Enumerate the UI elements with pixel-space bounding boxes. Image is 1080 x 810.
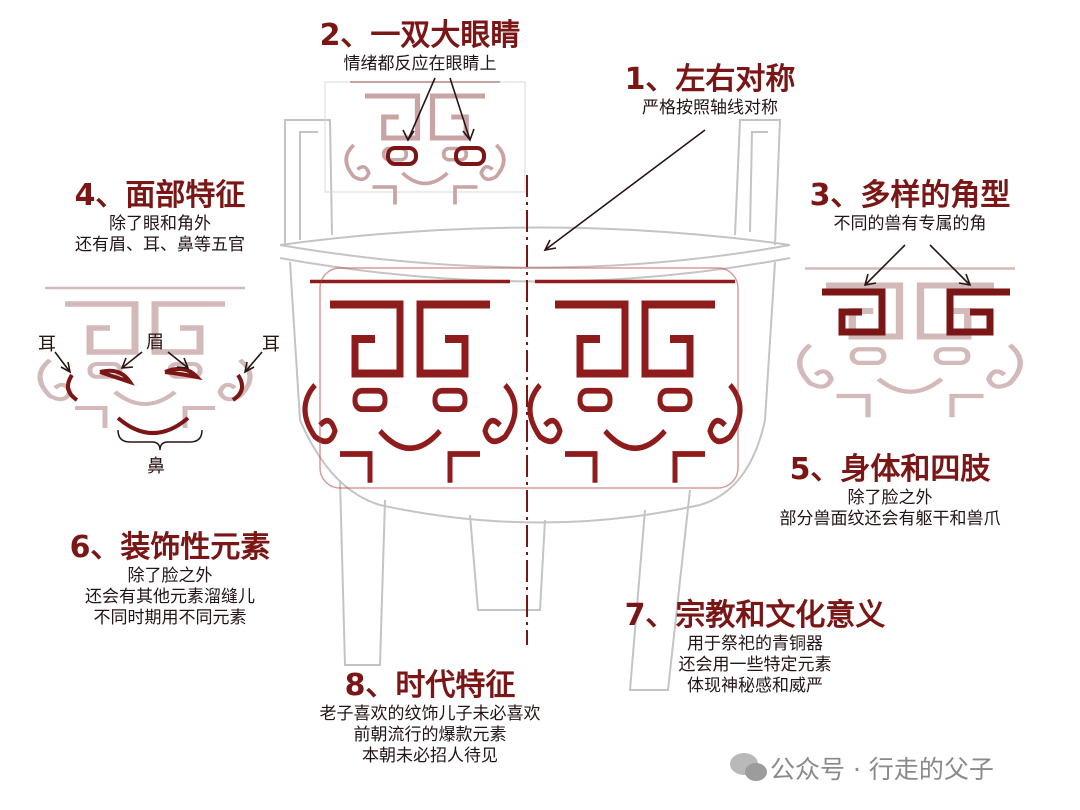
label-desc: 老子喜欢的纹饰儿子未必喜欢	[319, 704, 541, 724]
wechat-icon	[730, 753, 767, 781]
label-title: 5、身体和四肢	[789, 452, 991, 487]
eye-inset-pattern	[324, 82, 526, 205]
label-5-body-limbs: 5、身体和四肢 除了脸之外 部分兽面纹还会有躯干和兽爪	[740, 452, 1040, 530]
label-title: 8、时代特征	[344, 668, 516, 703]
label-desc: 除了眼和角外	[109, 214, 211, 234]
label-desc: 还会有其他元素溜缝儿	[85, 587, 255, 607]
label-8-era-features: 8、时代特征 老子喜欢的纹饰儿子未必喜欢 前朝流行的爆款元素 本朝未必招人待见	[270, 668, 590, 767]
label-4-face-features: 4、面部特征 除了眼和角外 还有眉、耳、鼻等五官	[40, 178, 280, 256]
watermark-text: 公众号 · 行走的父子	[770, 755, 994, 784]
label-6-decorative-elements: 6、装饰性元素 除了脸之外 还会有其他元素溜缝儿 不同时期用不同元素	[40, 530, 300, 629]
label-desc: 部分兽面纹还会有躯干和兽爪	[779, 509, 1001, 529]
label-title: 1、左右对称	[624, 62, 796, 97]
label-desc: 情绪都反应在眼睛上	[343, 54, 497, 74]
label-title: 6、装饰性元素	[69, 530, 271, 565]
pattern-band	[319, 267, 739, 489]
label-7-religious-meaning: 7、宗教和文化意义 用于祭祀的青铜器 还会用一些特定元素 体现神秘感和威严	[610, 598, 900, 697]
horn-types-inset	[800, 269, 1021, 418]
label-desc: 前朝流行的爆款元素	[353, 725, 507, 745]
watermark-icon-space	[728, 755, 762, 781]
label-desc: 除了脸之外	[847, 488, 933, 508]
label-desc: 体现神秘感和威严	[687, 676, 823, 696]
callout-arrows	[54, 77, 972, 374]
main-taotie-pattern	[305, 282, 740, 483]
label-title: 4、面部特征	[74, 178, 246, 213]
label-desc: 用于祭祀的青铜器	[687, 634, 823, 654]
label-title: 3、多样的角型	[809, 178, 1011, 213]
label-desc: 本朝未必招人待见	[362, 746, 498, 766]
watermark: 公众号 · 行走的父子	[728, 750, 994, 786]
tag-ear-left: 耳	[38, 334, 56, 355]
label-desc: 不同的兽有专属的角	[833, 214, 987, 234]
face-features-inset	[40, 288, 250, 451]
label-desc: 除了脸之外	[127, 566, 213, 586]
tag-brow: 眉	[146, 332, 164, 353]
label-desc: 不同时期用不同元素	[93, 608, 247, 628]
label-title: 7、宗教和文化意义	[624, 598, 886, 633]
label-1-symmetry: 1、左右对称 严格按照轴线对称	[610, 62, 810, 119]
label-title: 2、一双大眼睛	[319, 18, 521, 53]
label-2-big-eyes: 2、一双大眼睛 情绪都反应在眼睛上	[300, 18, 540, 75]
tag-nose: 鼻	[147, 456, 165, 477]
label-desc: 还会用一些特定元素	[678, 655, 832, 675]
label-desc: 严格按照轴线对称	[642, 98, 778, 118]
tag-ear-right: 耳	[262, 334, 280, 355]
label-desc: 还有眉、耳、鼻等五官	[75, 235, 245, 255]
label-3-horn-types: 3、多样的角型 不同的兽有专属的角	[790, 178, 1030, 235]
